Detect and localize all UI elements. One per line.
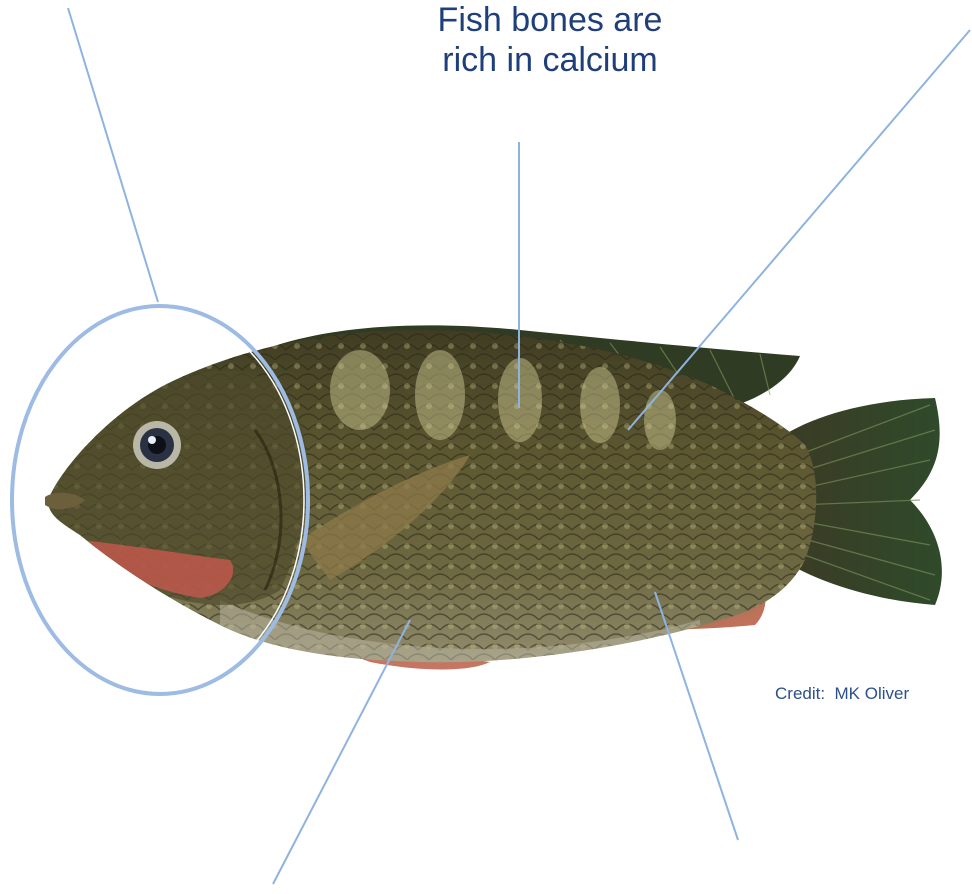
leader-line-belly: [273, 620, 410, 884]
photo-credit: Credit: MK Oliver: [775, 683, 965, 705]
leader-line-upper-body: [628, 30, 970, 430]
leader-line-anal-fin: [655, 592, 738, 840]
annotation-title-line-2: rich in calcium: [360, 40, 740, 80]
leader-line-head: [68, 8, 158, 302]
fish-eye: [133, 421, 181, 469]
annotation-title-line-1: Fish bones are: [360, 0, 740, 40]
